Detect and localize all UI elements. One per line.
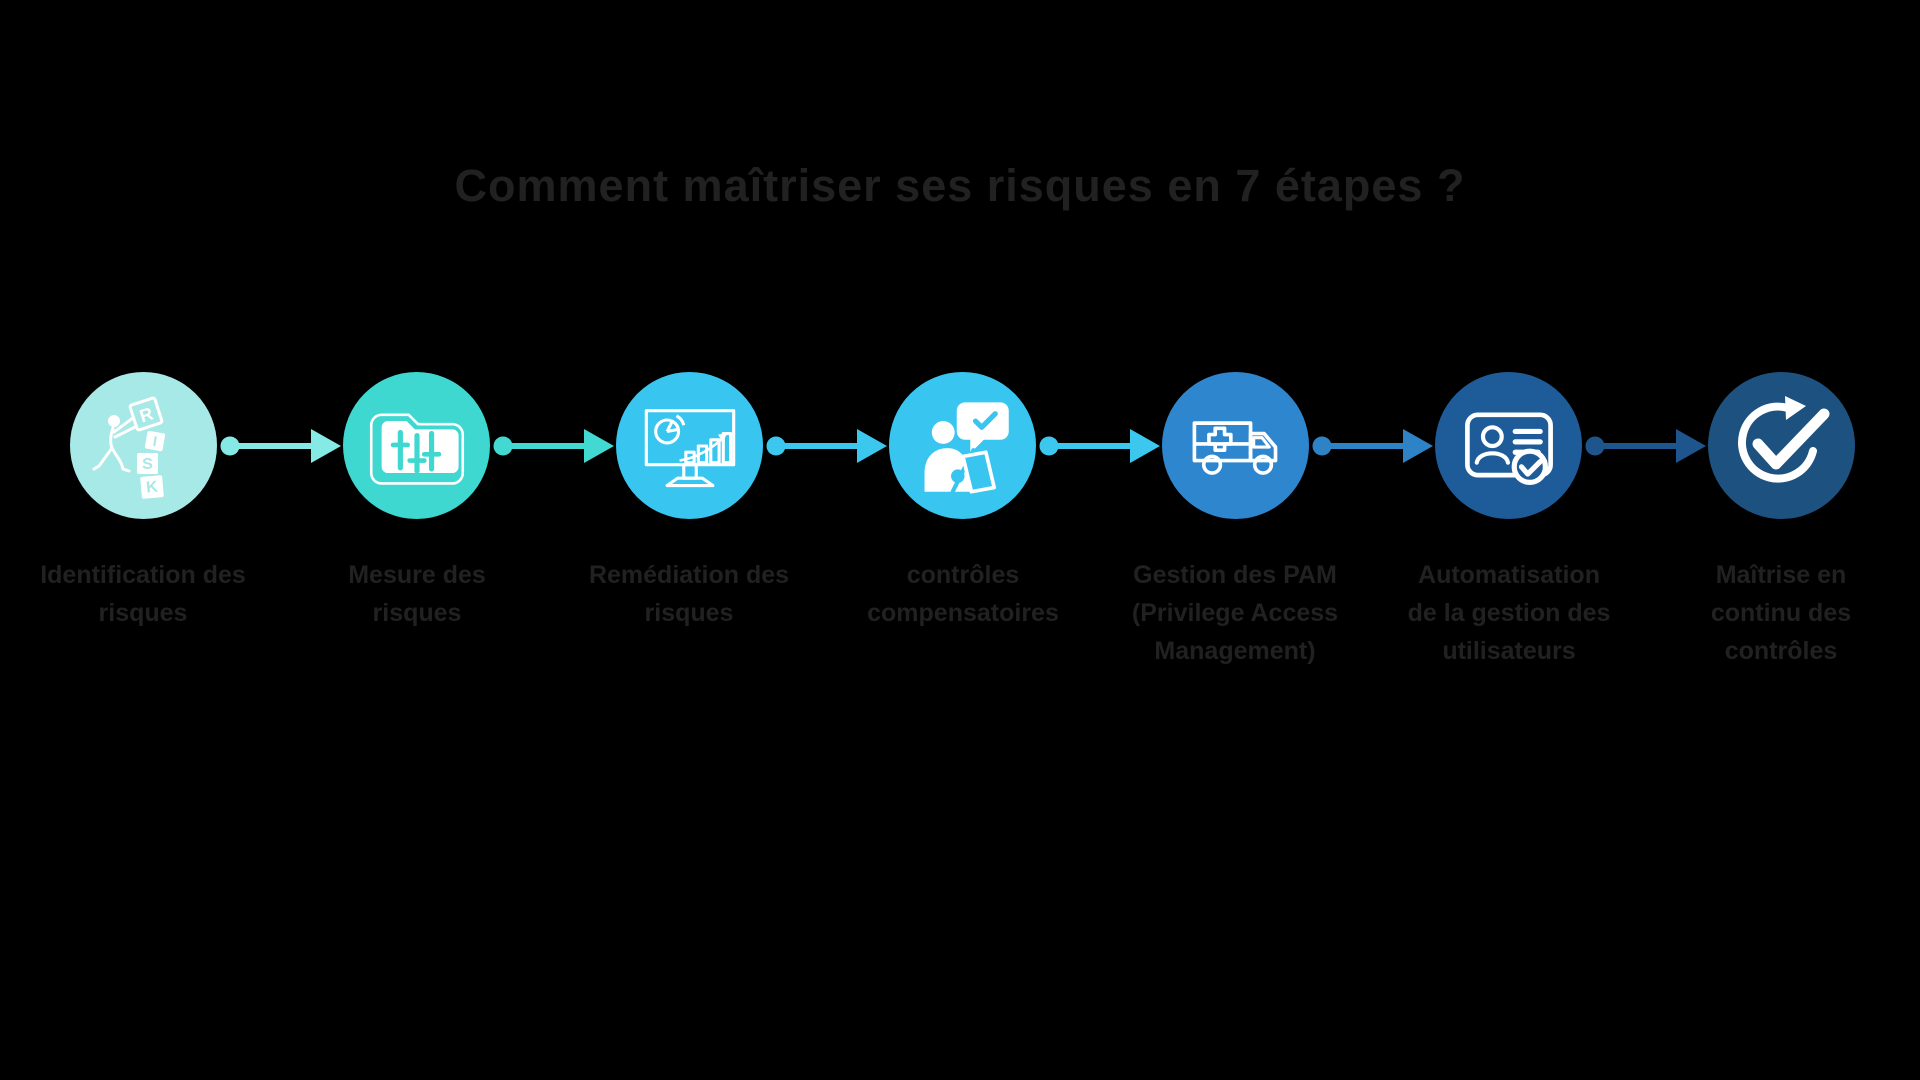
step-7-label: Maîtrise en continu des contrôles xyxy=(1646,556,1916,670)
step-5-label: Gestion des PAM (Privilege Access Manage… xyxy=(1100,556,1370,670)
cycle-check-icon xyxy=(1737,395,1829,483)
step-3-label: Remédiation des risques xyxy=(554,556,824,632)
svg-text:R: R xyxy=(137,403,156,426)
connector-1 xyxy=(220,429,341,463)
step-2-circle xyxy=(343,372,490,519)
label-line: contrôles xyxy=(906,561,1020,589)
label-line: risques xyxy=(644,599,734,627)
label-line: Maîtrise en xyxy=(1715,561,1847,589)
svg-text:K: K xyxy=(145,478,158,496)
svg-text:S: S xyxy=(142,456,153,473)
page-title: Comment maîtriser ses risques en 7 étape… xyxy=(454,160,1466,211)
label-line: Remédiation des xyxy=(588,561,790,589)
step-6-circle xyxy=(1435,372,1582,519)
step-7-circle xyxy=(1708,372,1855,519)
step-4-label: contrôles compensatoires xyxy=(828,556,1098,632)
ambulance-icon xyxy=(1192,420,1277,475)
connector-5 xyxy=(1312,429,1433,463)
risk-blocks-icon: R I S K xyxy=(92,396,165,499)
label-line: (Privilege Access xyxy=(1131,599,1339,627)
id-card-check-icon xyxy=(1464,411,1553,485)
folder-sliders-icon xyxy=(369,413,464,485)
monitor-analytics-icon xyxy=(644,408,735,487)
person-laptop-check-icon xyxy=(924,401,1009,494)
svg-text:I: I xyxy=(151,432,158,448)
connector-4 xyxy=(1039,429,1160,463)
label-line: de la gestion des xyxy=(1407,599,1611,627)
step-6-label: Automatisation de la gestion des utilisa… xyxy=(1374,556,1644,670)
step-5-circle xyxy=(1162,372,1309,519)
label-line: risques xyxy=(98,599,188,627)
connector-6 xyxy=(1585,429,1706,463)
label-line: Management) xyxy=(1154,637,1316,665)
step-1-circle: R I S K xyxy=(70,372,217,519)
label-line: risques xyxy=(372,599,462,627)
label-line: contrôles xyxy=(1724,637,1838,665)
label-line: Identification des xyxy=(40,561,246,589)
step-3-circle xyxy=(616,372,763,519)
label-line: continu des xyxy=(1710,599,1852,627)
step-1-label: Identification des risques xyxy=(8,556,278,632)
label-line: Gestion des PAM xyxy=(1133,561,1337,589)
step-4-circle xyxy=(889,372,1036,519)
label-line: Mesure des xyxy=(348,561,486,589)
step-2-label: Mesure des risques xyxy=(282,556,552,632)
connector-2 xyxy=(493,429,614,463)
label-line: Automatisation xyxy=(1418,561,1600,589)
label-line: compensatoires xyxy=(867,599,1059,627)
connector-3 xyxy=(766,429,887,463)
label-line: utilisateurs xyxy=(1442,637,1576,665)
